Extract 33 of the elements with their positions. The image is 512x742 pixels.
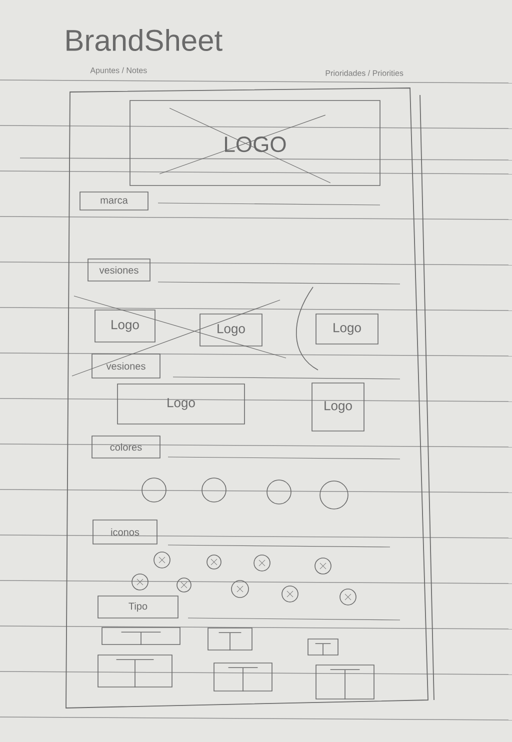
section-label: vesiones bbox=[92, 354, 160, 378]
colour-swatch-circle bbox=[202, 478, 226, 502]
placeholder-box: Logo bbox=[312, 382, 364, 432]
colour-swatch-circle bbox=[320, 480, 348, 510]
type-sample-box bbox=[308, 638, 338, 656]
section-label: Tipo bbox=[98, 596, 178, 618]
icon-placeholder bbox=[154, 552, 170, 568]
icon-placeholder bbox=[254, 554, 270, 572]
type-sample-box bbox=[208, 628, 252, 651]
type-sample-box bbox=[98, 654, 172, 688]
icon-placeholder bbox=[176, 578, 192, 592]
section-label: marca bbox=[80, 192, 148, 210]
icon-placeholder bbox=[132, 574, 148, 590]
icon-placeholder bbox=[340, 588, 356, 606]
printed-heading: Apuntes / Notes bbox=[90, 67, 147, 75]
colour-swatch-circle bbox=[266, 480, 292, 504]
icon-placeholder bbox=[206, 554, 222, 570]
placeholder-box: Logo bbox=[316, 314, 378, 344]
icon-placeholder bbox=[314, 558, 332, 574]
icon-placeholder bbox=[231, 580, 249, 598]
icon-placeholder bbox=[282, 586, 298, 602]
section-label: vesiones bbox=[88, 258, 150, 282]
type-sample-box bbox=[316, 664, 374, 700]
placeholder-box: Logo bbox=[94, 310, 156, 342]
printed-heading: Prioridades / Priorities bbox=[326, 70, 404, 76]
section-label: iconos bbox=[92, 520, 158, 544]
placeholder-box: Logo bbox=[117, 384, 245, 424]
colour-swatch-circle bbox=[142, 478, 166, 502]
section-label: colores bbox=[92, 436, 160, 458]
type-sample-box bbox=[214, 662, 272, 692]
placeholder-box: Logo bbox=[200, 314, 262, 346]
title: BrandSheet bbox=[66, 28, 222, 52]
type-sample-box bbox=[102, 627, 180, 646]
